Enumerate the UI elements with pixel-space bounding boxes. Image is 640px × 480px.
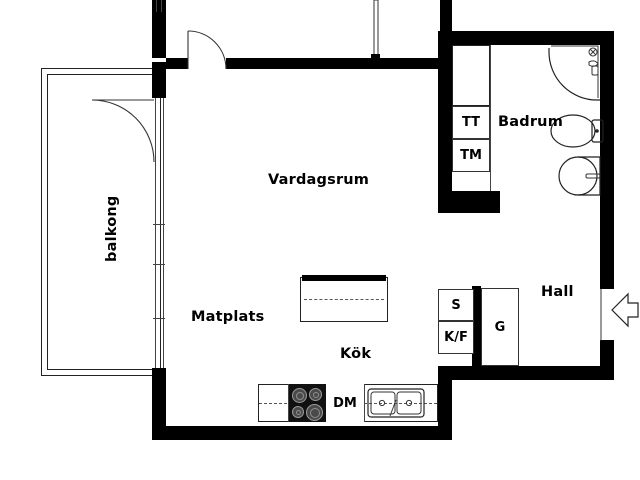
- appliance-g[interactable]: G: [481, 288, 519, 366]
- room-label-vardagsrum: Vardagsrum: [268, 172, 370, 188]
- bathroom-niche-upper: [452, 45, 490, 106]
- wall-top-middle: [226, 58, 452, 69]
- window-jamb-topleft-a: [156, 0, 158, 12]
- wall-right-upper: [600, 31, 614, 289]
- balcony-door-glass-inner: [163, 98, 165, 368]
- wall-left-lower: [152, 368, 166, 440]
- wall-right-lower: [600, 340, 614, 380]
- appliance-dm[interactable]: DM: [326, 384, 364, 422]
- wall-left-upper: [152, 0, 166, 58]
- wall-hall-bottom: [438, 366, 614, 380]
- wall-upper-right-partition: [440, 0, 452, 60]
- room-label-balkong: balkong: [104, 195, 120, 262]
- appliance-kf[interactable]: K/F: [438, 321, 474, 354]
- room-label-hall: Hall: [541, 284, 574, 300]
- balcony-door-glass-outer: [155, 98, 157, 368]
- counter-divider-a: [364, 384, 366, 422]
- kitchen-island-centerline: [304, 299, 384, 300]
- counter-divider-b: [288, 384, 290, 422]
- wall-top-bathroom: [438, 31, 614, 45]
- wall-bottom: [152, 426, 452, 440]
- room-label-badrum: Badrum: [498, 114, 563, 130]
- balcony-door-mullion-1: [153, 224, 165, 226]
- wall-bathroom-bottom: [438, 191, 500, 213]
- bathroom-inner-partition: [490, 45, 492, 191]
- burner-bottom-left: [292, 406, 304, 418]
- wall-wardrobe-divider: [472, 286, 481, 368]
- balcony-outline-inner: [47, 74, 161, 370]
- room-label-kok: Kök: [340, 346, 372, 362]
- appliance-s[interactable]: S: [438, 289, 474, 321]
- wall-bathroom-left: [438, 45, 452, 205]
- balcony-door-mullion-3: [153, 318, 165, 320]
- wall-left-mid: [152, 62, 166, 98]
- room-label-matplats: Matplats: [191, 309, 265, 325]
- wall-bottom-kitchen-step: [438, 366, 452, 440]
- appliance-tt[interactable]: TT: [452, 106, 490, 139]
- burner-bottom-right: [306, 404, 323, 421]
- window-jamb-topleft-b: [161, 0, 163, 12]
- appliance-tm[interactable]: TM: [452, 139, 490, 172]
- wall-top-left-stub: [166, 58, 188, 69]
- burner-top-right: [309, 388, 322, 401]
- balcony-door-mullion-2: [153, 264, 165, 266]
- kitchen-island-back-edge: [302, 275, 386, 281]
- burner-top-left: [292, 388, 307, 403]
